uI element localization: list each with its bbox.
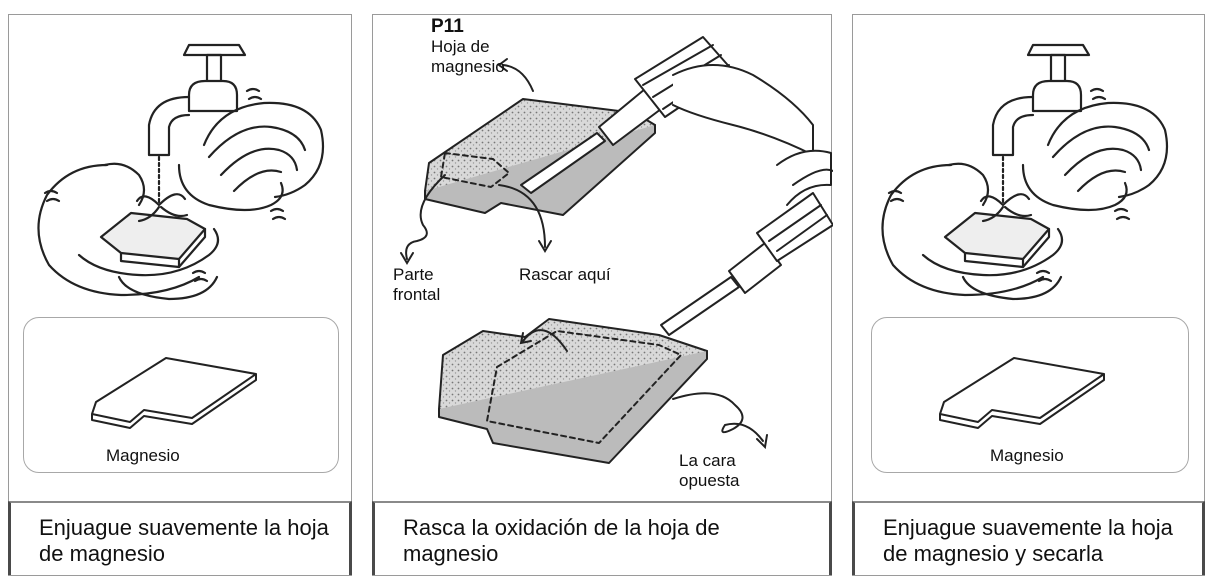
magnesium-sheet-icon	[438, 318, 708, 464]
screwdriver-icon	[660, 149, 833, 336]
rinse-dry-illustration	[881, 43, 1169, 301]
magnesium-sheet-icon	[99, 211, 207, 269]
scrape-illustration	[400, 36, 833, 464]
magnesium-sheet-icon	[939, 357, 1105, 429]
step-panel-scrape: P11 Hoja de magnesio Parte frontal Rasca…	[372, 14, 833, 576]
arrow-icon	[400, 58, 768, 450]
hands-icon	[37, 101, 325, 301]
magnesium-inset: Magnesio	[23, 317, 339, 473]
label-scrape-here: Rascar aquí	[519, 265, 611, 284]
page-reference: P11	[431, 16, 464, 37]
rinse-illustration	[37, 43, 325, 301]
screwdriver-icon	[520, 36, 814, 194]
step-caption: Enjuague suavemente la hoja de magnesio	[8, 501, 352, 575]
faucet-icon	[147, 43, 247, 207]
step-panel-rinse-dry: Magnesio Enjuague suavemente la hoja de …	[852, 14, 1205, 576]
label-opposite-side: La cara opuesta	[679, 451, 740, 490]
label-sheet: Hoja de magnesio	[431, 37, 505, 76]
label-front: Parte frontal	[393, 265, 441, 304]
inset-label: Magnesio	[106, 446, 180, 465]
hands-icon	[881, 101, 1169, 301]
faucet-icon	[991, 43, 1091, 207]
magnesium-inset: Magnesio	[871, 317, 1189, 473]
step-caption: Enjuague suavemente la hoja de magnesio …	[852, 501, 1205, 575]
inset-label: Magnesio	[990, 446, 1064, 465]
magnesium-sheet-icon	[91, 357, 257, 429]
step-caption: Rasca la oxidación de la hoja de magnesi…	[372, 501, 832, 575]
step-panel-rinse: Magnesio Enjuague suavemente la hoja de …	[8, 14, 352, 576]
magnesium-sheet-icon	[943, 211, 1051, 269]
